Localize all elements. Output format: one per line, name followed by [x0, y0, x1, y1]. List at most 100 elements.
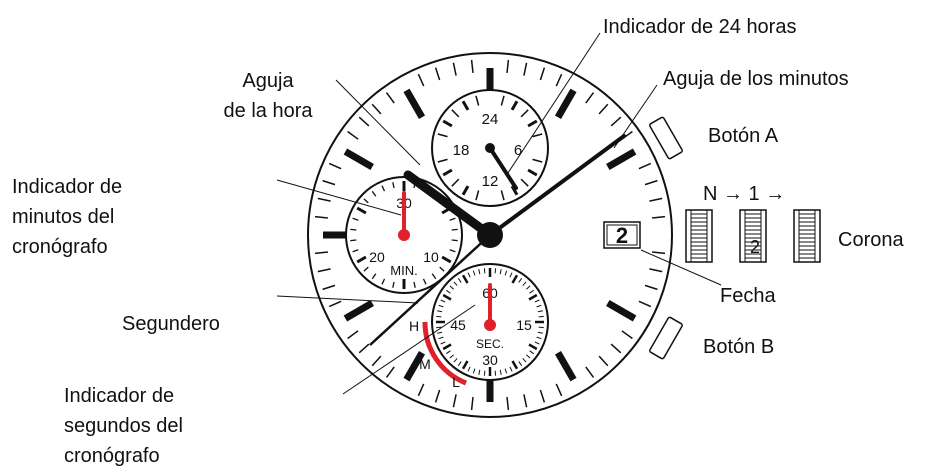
- subdial-tick: [413, 281, 416, 288]
- subdial-tick: [467, 366, 471, 372]
- subdial-tick: [461, 100, 470, 111]
- minute-tick: [610, 343, 622, 354]
- subdial-min-label-10: 10: [423, 249, 439, 265]
- minute-tick: [434, 389, 441, 403]
- center-hub: [477, 222, 503, 248]
- minute-tick: [644, 284, 658, 291]
- label-hour-hand-line2: de la hora: [224, 100, 314, 122]
- subdial-minutes: 30 20 10 MIN.: [345, 176, 463, 294]
- subdial-tick: [442, 119, 453, 128]
- minute-tick: [649, 197, 663, 202]
- subdial-tick: [392, 182, 395, 189]
- hour-hand: [403, 170, 495, 240]
- subdial-tick: [538, 315, 544, 318]
- subdial-tick: [500, 190, 505, 201]
- subdial-tick: [440, 299, 446, 303]
- subdial-tick: [467, 272, 471, 278]
- subdial-tick: [520, 178, 529, 187]
- subdial-tick: [494, 268, 497, 274]
- subdial-tick: [461, 274, 469, 284]
- minute-tick: [644, 179, 658, 186]
- subdial-24h-label-18: 18: [453, 142, 470, 159]
- subdial-tick: [522, 358, 527, 363]
- minute-tick: [417, 73, 425, 87]
- minute-tick: [610, 116, 622, 127]
- hour-marker: [343, 299, 374, 322]
- subdial-tick: [437, 331, 443, 334]
- subdial-tick: [453, 358, 458, 363]
- subdial-tick: [352, 249, 359, 253]
- subdial-tick: [449, 217, 456, 221]
- minute-tick: [358, 116, 370, 127]
- subdial-tick: [438, 304, 444, 308]
- minute-tick: [523, 62, 528, 76]
- subdial-24h-hand: [488, 146, 518, 190]
- leader-lines: [276, 32, 722, 395]
- subdial-tick: [363, 198, 369, 204]
- subdial-tick: [509, 366, 513, 372]
- minute-tick: [385, 366, 395, 378]
- hour-marker: [343, 148, 374, 171]
- subdial-tick: [527, 119, 538, 128]
- subdial-tick: [475, 95, 480, 106]
- subdial-tick: [500, 95, 505, 106]
- minute-tick: [470, 397, 474, 411]
- subdial-min-label-20: 20: [369, 249, 385, 265]
- subdial-tick: [499, 369, 502, 375]
- minute-tick: [585, 366, 595, 378]
- label-chrono-seconds-line3: cronógrafo: [64, 445, 160, 467]
- subdial-tick: [437, 310, 443, 313]
- minute-tick: [322, 179, 336, 186]
- subdial-sec-label-30: 30: [482, 352, 498, 368]
- subdial-tick: [509, 272, 513, 278]
- subdial-tick: [350, 239, 357, 242]
- subdial-tick: [363, 266, 369, 272]
- subdial-sec-caption: SEC.: [476, 337, 504, 351]
- subdial-tick: [529, 289, 534, 294]
- subdial-24h-label-24: 24: [482, 111, 499, 128]
- label-24h-indicator: Indicador de 24 horas: [603, 16, 796, 38]
- subdial-tick: [439, 266, 445, 272]
- subdial-tick: [453, 281, 458, 286]
- subdial-tick: [392, 281, 395, 288]
- hml-scale-arc: [422, 321, 467, 386]
- subdial-tick: [451, 178, 460, 187]
- minute-tick: [470, 59, 474, 73]
- subdial-tick: [440, 341, 446, 345]
- minute-tick: [434, 67, 441, 81]
- minute-tick: [358, 343, 370, 354]
- subdial-tick: [436, 326, 442, 329]
- minute-tick: [506, 59, 510, 73]
- minute-tick: [328, 300, 342, 308]
- subdial-tick: [441, 255, 452, 264]
- minute-tick: [598, 103, 609, 115]
- subdial-tick: [494, 370, 497, 376]
- label-button-b: Botón B: [703, 336, 774, 358]
- subdial-tick: [437, 133, 448, 138]
- crown-digit: 2: [750, 237, 760, 257]
- minute-tick: [314, 251, 328, 255]
- subdial-24h: 24 6 12 18: [431, 89, 549, 207]
- outer-tick-marks: [314, 59, 666, 411]
- label-hour-hand-line1: Aguja: [242, 70, 294, 92]
- label-chrono-seconds-line1: Indicador de: [64, 385, 174, 407]
- label-button-a: Botón A: [708, 125, 779, 147]
- minute-tick: [314, 215, 328, 219]
- subdial-tick: [518, 278, 523, 283]
- subdial-tick: [529, 350, 534, 355]
- label-chrono-minutes-line1: Indicador de: [12, 176, 122, 198]
- subdial-tick: [527, 168, 538, 177]
- subdial-tick: [526, 285, 531, 290]
- subdial-tick: [457, 361, 462, 366]
- label-chrono-seconds-line2: segundos del: [64, 415, 183, 437]
- minute-tick: [347, 330, 359, 340]
- subdial-tick: [449, 285, 454, 290]
- second-hand: [369, 234, 491, 346]
- date-window: 2: [603, 221, 641, 249]
- minute-tick: [347, 130, 359, 140]
- label-chrono-minutes-line2: minutos del: [12, 206, 114, 228]
- subdial-tick: [437, 158, 448, 163]
- minute-hand: [488, 134, 626, 237]
- subdial-tick: [537, 331, 543, 334]
- label-second-hand: Segundero: [122, 313, 220, 335]
